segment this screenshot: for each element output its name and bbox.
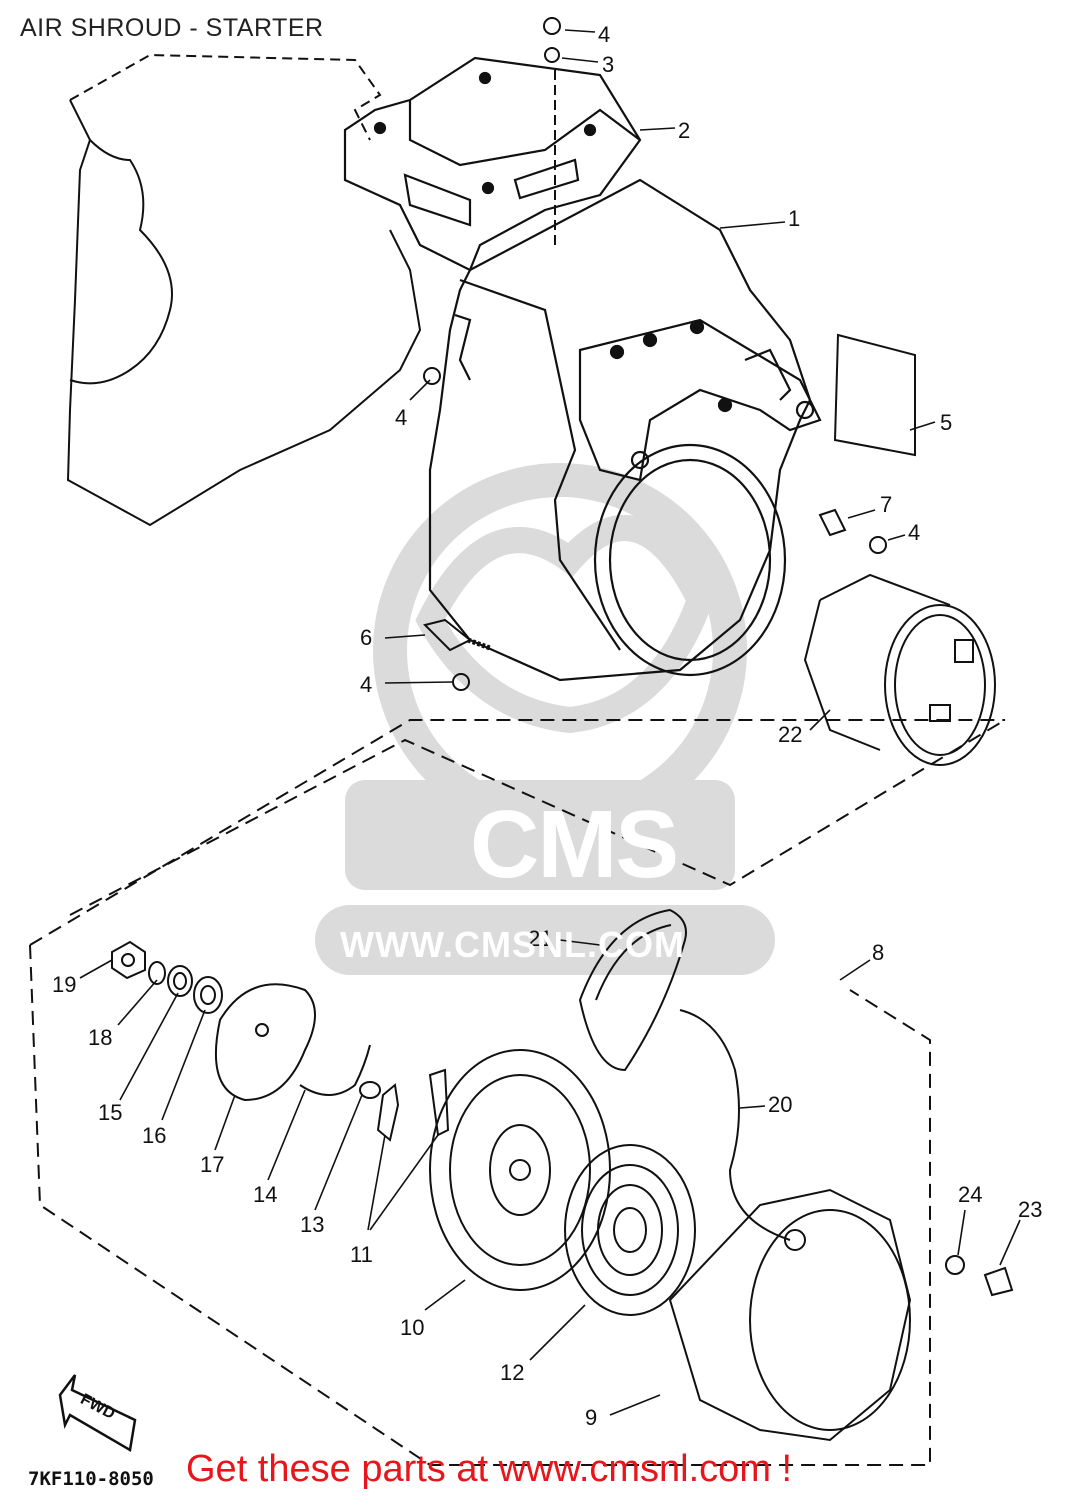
callout-4b: 4 (395, 405, 407, 430)
watermark-brand: CMS (470, 791, 679, 898)
callout-6: 6 (360, 625, 372, 650)
callout-22: 22 (778, 722, 802, 747)
starter-parts (111, 908, 1014, 1442)
callout-13: 13 (300, 1212, 324, 1237)
callout-17: 17 (200, 1152, 224, 1177)
starter-cup (803, 573, 996, 766)
callout-4c: 4 (908, 520, 920, 545)
drawing-code: 7KF110-8050 (28, 1468, 154, 1490)
callout-12: 12 (500, 1360, 524, 1385)
air-shroud (428, 178, 822, 682)
watermark-url: WWW.CMSNL.COM (340, 924, 685, 965)
label-sticker (833, 333, 916, 457)
callout-4e: 4 (360, 672, 372, 697)
callout-18: 18 (88, 1025, 112, 1050)
fwd-arrow (58, 1374, 137, 1452)
callout-20: 20 (768, 1092, 792, 1117)
callout-2: 2 (678, 118, 690, 143)
callout-8: 8 (872, 940, 884, 965)
callout-4a: 4 (598, 22, 610, 47)
callout-7: 7 (880, 492, 892, 517)
callout-11: 11 (350, 1242, 373, 1267)
watermark-logo (315, 463, 775, 975)
callout-10: 10 (400, 1315, 424, 1340)
promo-link[interactable]: Get these parts at www.cmsnl.com ! (186, 1448, 793, 1490)
callout-15: 15 (98, 1100, 122, 1125)
callout-9: 9 (585, 1405, 597, 1430)
callout-24: 24 (958, 1182, 982, 1207)
fwd-label: FWD (78, 1391, 118, 1423)
callout-3: 3 (602, 52, 614, 77)
callout-5: 5 (940, 410, 952, 435)
small-fasteners (423, 17, 887, 691)
callout-14: 14 (253, 1182, 277, 1207)
engine-outline (66, 53, 422, 527)
callout-19: 19 (52, 972, 76, 997)
callout-16: 16 (142, 1123, 166, 1148)
cover-plate (343, 56, 642, 272)
starter-assembly-box (29, 719, 1006, 1466)
leader-lines (79, 29, 1021, 1416)
callout-23: 23 (1018, 1197, 1042, 1222)
callout-21: 21 (528, 926, 552, 951)
callout-1: 1 (788, 206, 800, 231)
callout-labels: 1 2 3 4 4 4 4 4 5 6 7 8 9 10 11 12 13 14… (52, 22, 1042, 1430)
diagram-title: AIR SHROUD - STARTER (20, 14, 324, 42)
